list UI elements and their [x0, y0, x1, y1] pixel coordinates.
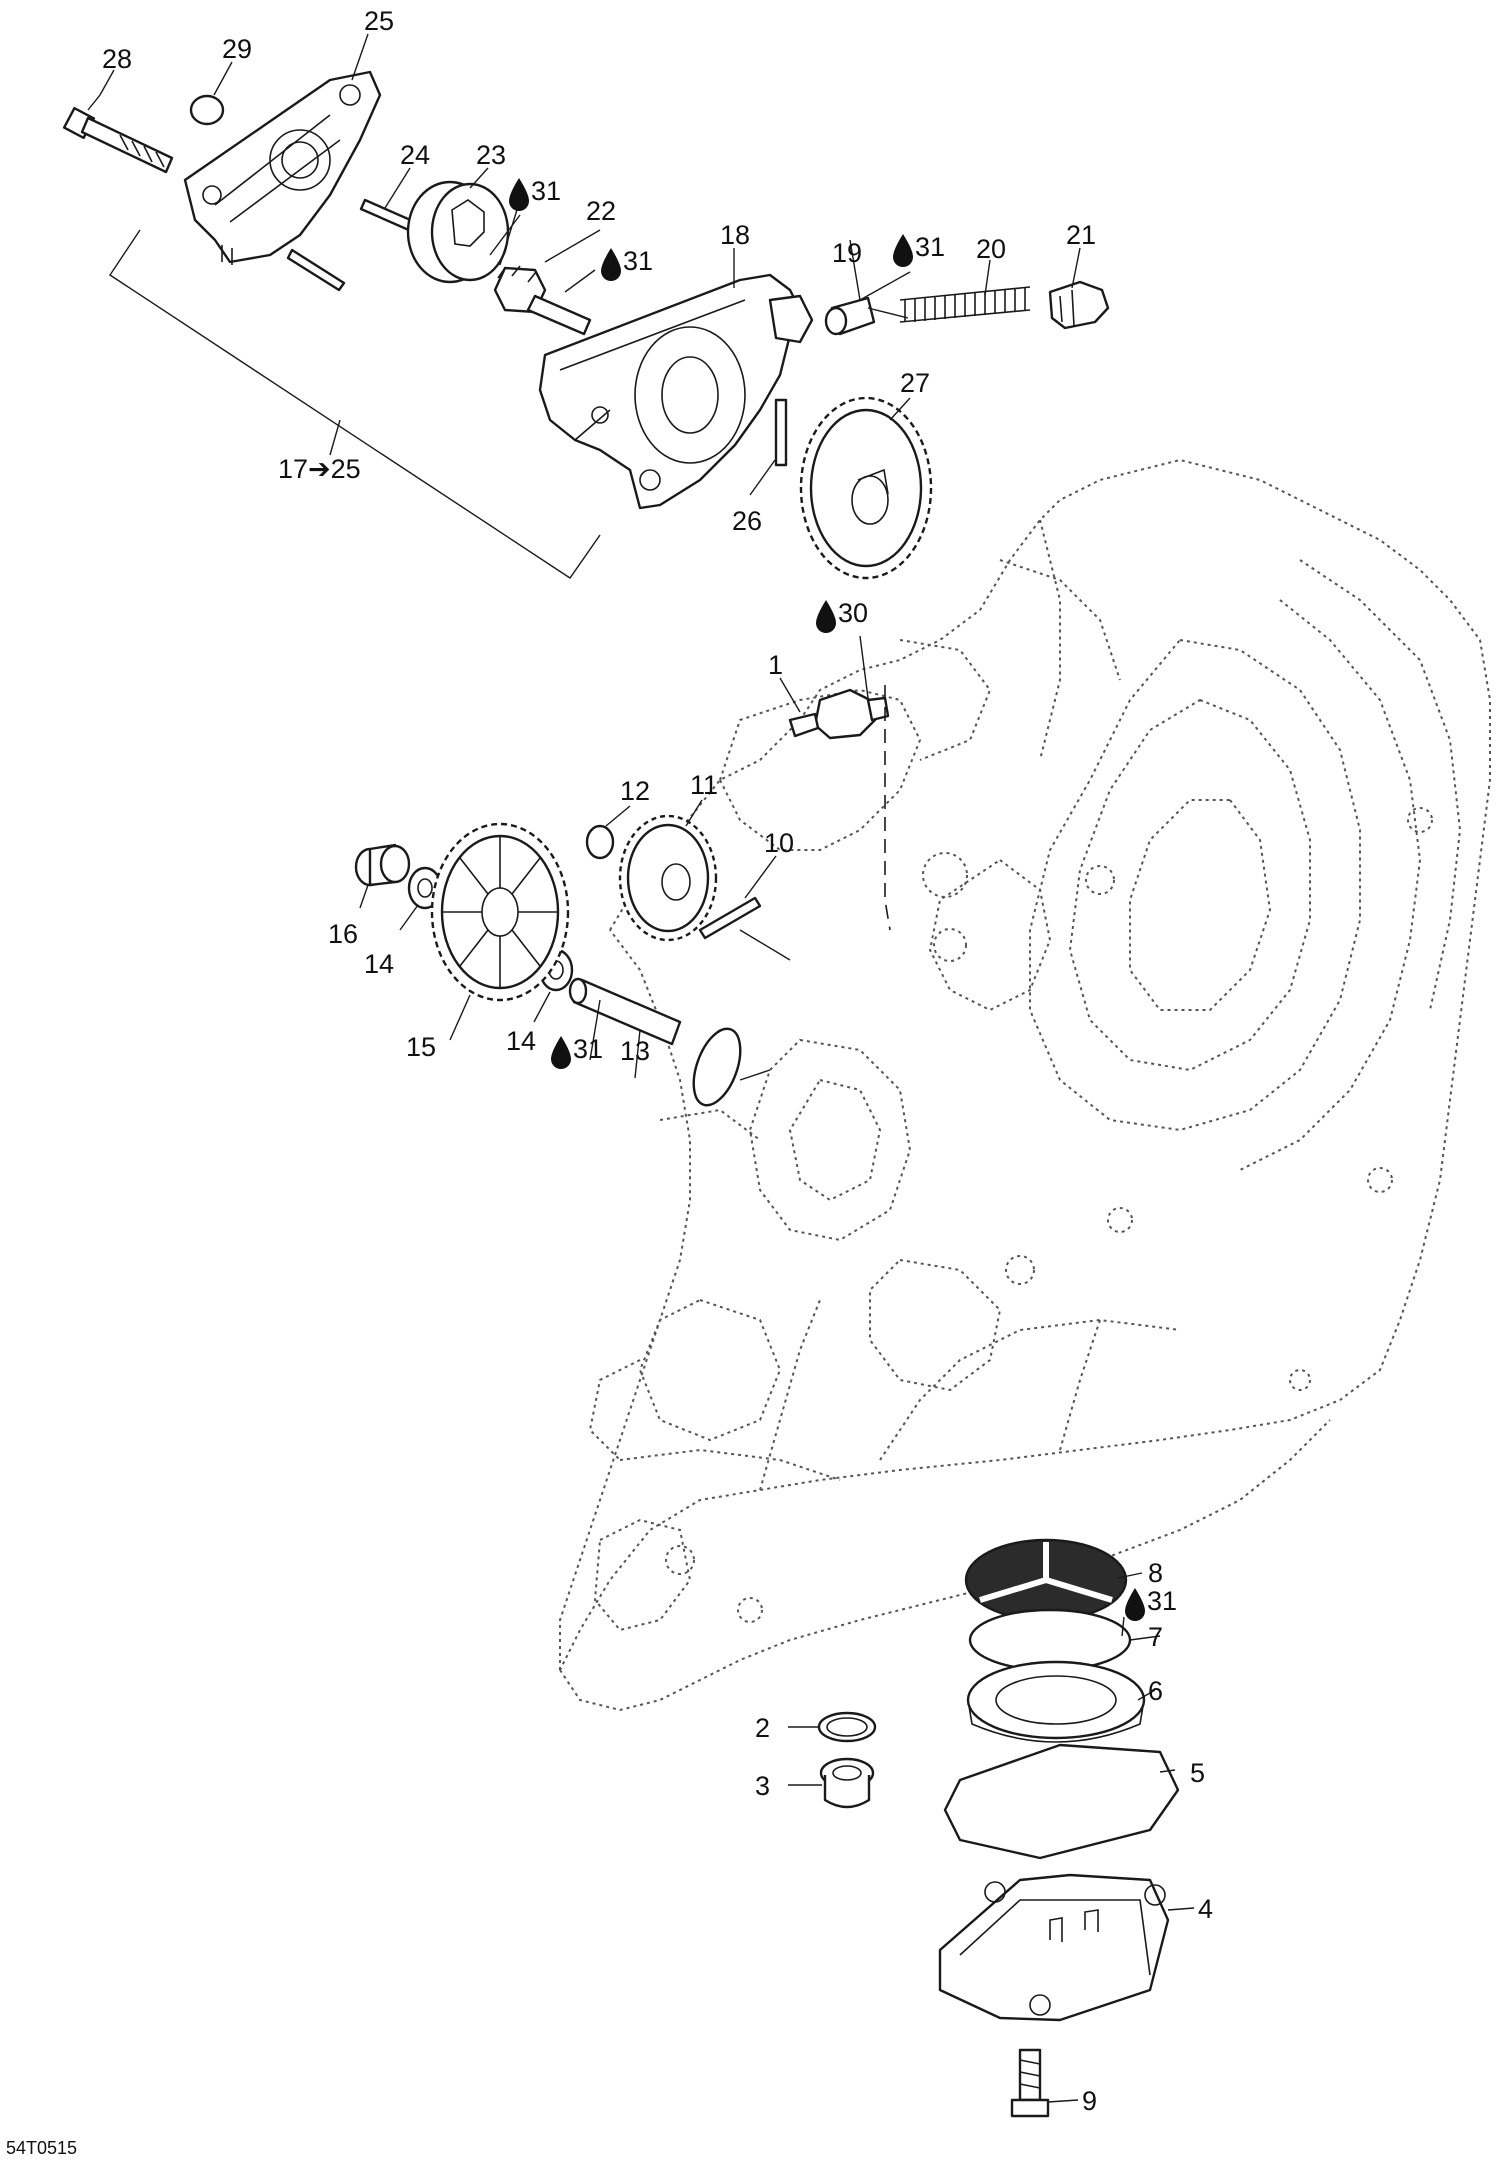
- part-23-outer-rotor: [406, 180, 510, 284]
- part-25-pump-cover: [183, 70, 382, 265]
- lube-label-e: 31: [573, 1034, 603, 1064]
- callout-1: 1: [768, 650, 783, 680]
- part-8-strainer-screen: [964, 1538, 1128, 1622]
- shaft-o-ring: [692, 1027, 742, 1107]
- drawing-code: 54T0515: [6, 2138, 77, 2158]
- leader-lines: [87, 33, 1195, 2103]
- part-18-pump-body: [538, 273, 814, 510]
- part-9-screw: [1010, 2048, 1050, 2118]
- callout-16: 16: [328, 919, 358, 949]
- callout-19: 19: [832, 238, 862, 268]
- part-12-circlip: [585, 824, 615, 860]
- callout-26: 26: [732, 506, 762, 536]
- part-6-filter-housing: [966, 1660, 1146, 1743]
- part-16-bushing: [354, 843, 411, 887]
- callout-20: 20: [976, 234, 1006, 264]
- callout-23: 23: [476, 140, 506, 170]
- part-27-drive-gear: [799, 396, 933, 580]
- lube-label-c: 31: [915, 232, 945, 262]
- part-4-cover: [938, 1873, 1170, 2022]
- lube-label-f: 31: [1147, 1586, 1177, 1616]
- callout-4: 4: [1198, 1894, 1213, 1924]
- part-13-shaft: [568, 977, 682, 1046]
- callout-14-upper: 14: [364, 949, 394, 979]
- callout-13: 13: [620, 1036, 650, 1066]
- oil-drop-icon: [893, 234, 913, 267]
- callout-25: 25: [364, 6, 394, 36]
- callout-21: 21: [1066, 220, 1096, 250]
- callout-10: 10: [764, 828, 794, 858]
- callout-2: 2: [755, 1713, 770, 1743]
- oil-drop-icon: [551, 1036, 571, 1069]
- callout-22: 22: [586, 196, 616, 226]
- part-26-pin: [774, 398, 788, 467]
- part-29-o-ring: [189, 94, 225, 126]
- part-5-gasket: [943, 1743, 1180, 1860]
- part-24-pin-upper: [359, 198, 417, 233]
- lube-label-b: 31: [623, 246, 653, 276]
- part-21-plug: [1048, 280, 1110, 330]
- part-10-pin: [698, 896, 762, 940]
- part-22-inner-rotor-shaft: [493, 265, 592, 336]
- part-20-spring: [899, 286, 1031, 323]
- oil-drop-icon: [1125, 1588, 1145, 1621]
- oil-drop-icon: [509, 178, 529, 211]
- part-2-sealing-washer: [817, 1711, 877, 1743]
- callout-15: 15: [406, 1032, 436, 1062]
- callout-11: 11: [690, 770, 718, 800]
- callout-24: 24: [400, 140, 430, 170]
- part-19-relief-piston: [824, 296, 876, 336]
- lube-label-a: 31: [531, 176, 561, 206]
- oil-drop-icon: [601, 248, 621, 281]
- part-15-idler-gear: [430, 822, 570, 1002]
- callout-12: 12: [620, 776, 650, 806]
- callout-28: 28: [102, 44, 132, 74]
- assembly-bracket: [109, 229, 601, 579]
- part-28-bolt: [62, 106, 174, 174]
- callout-29: 29: [222, 34, 252, 64]
- engine-case-outline: [559, 458, 1491, 1712]
- callout-18: 18: [720, 220, 750, 250]
- oil-drop-icon: [816, 600, 836, 633]
- callout-27: 27: [900, 368, 930, 398]
- sensor-location-line: [884, 685, 891, 931]
- part-24-pin-lower: [286, 248, 346, 292]
- callout-7: 7: [1148, 1622, 1163, 1652]
- callout-6: 6: [1148, 1676, 1163, 1706]
- callout-8: 8: [1148, 1558, 1163, 1588]
- part-3-drain-plug: [819, 1757, 875, 1809]
- callout-3: 3: [755, 1771, 770, 1801]
- callout-5: 5: [1190, 1758, 1205, 1788]
- part-11-gear: [618, 814, 718, 942]
- callout-14-lower: 14: [506, 1026, 536, 1056]
- callout-group-17-25: 17➔25: [278, 454, 361, 484]
- part-1-sensor: [788, 688, 890, 740]
- callout-9: 9: [1082, 2086, 1097, 2116]
- lube-label-d: 30: [838, 598, 868, 628]
